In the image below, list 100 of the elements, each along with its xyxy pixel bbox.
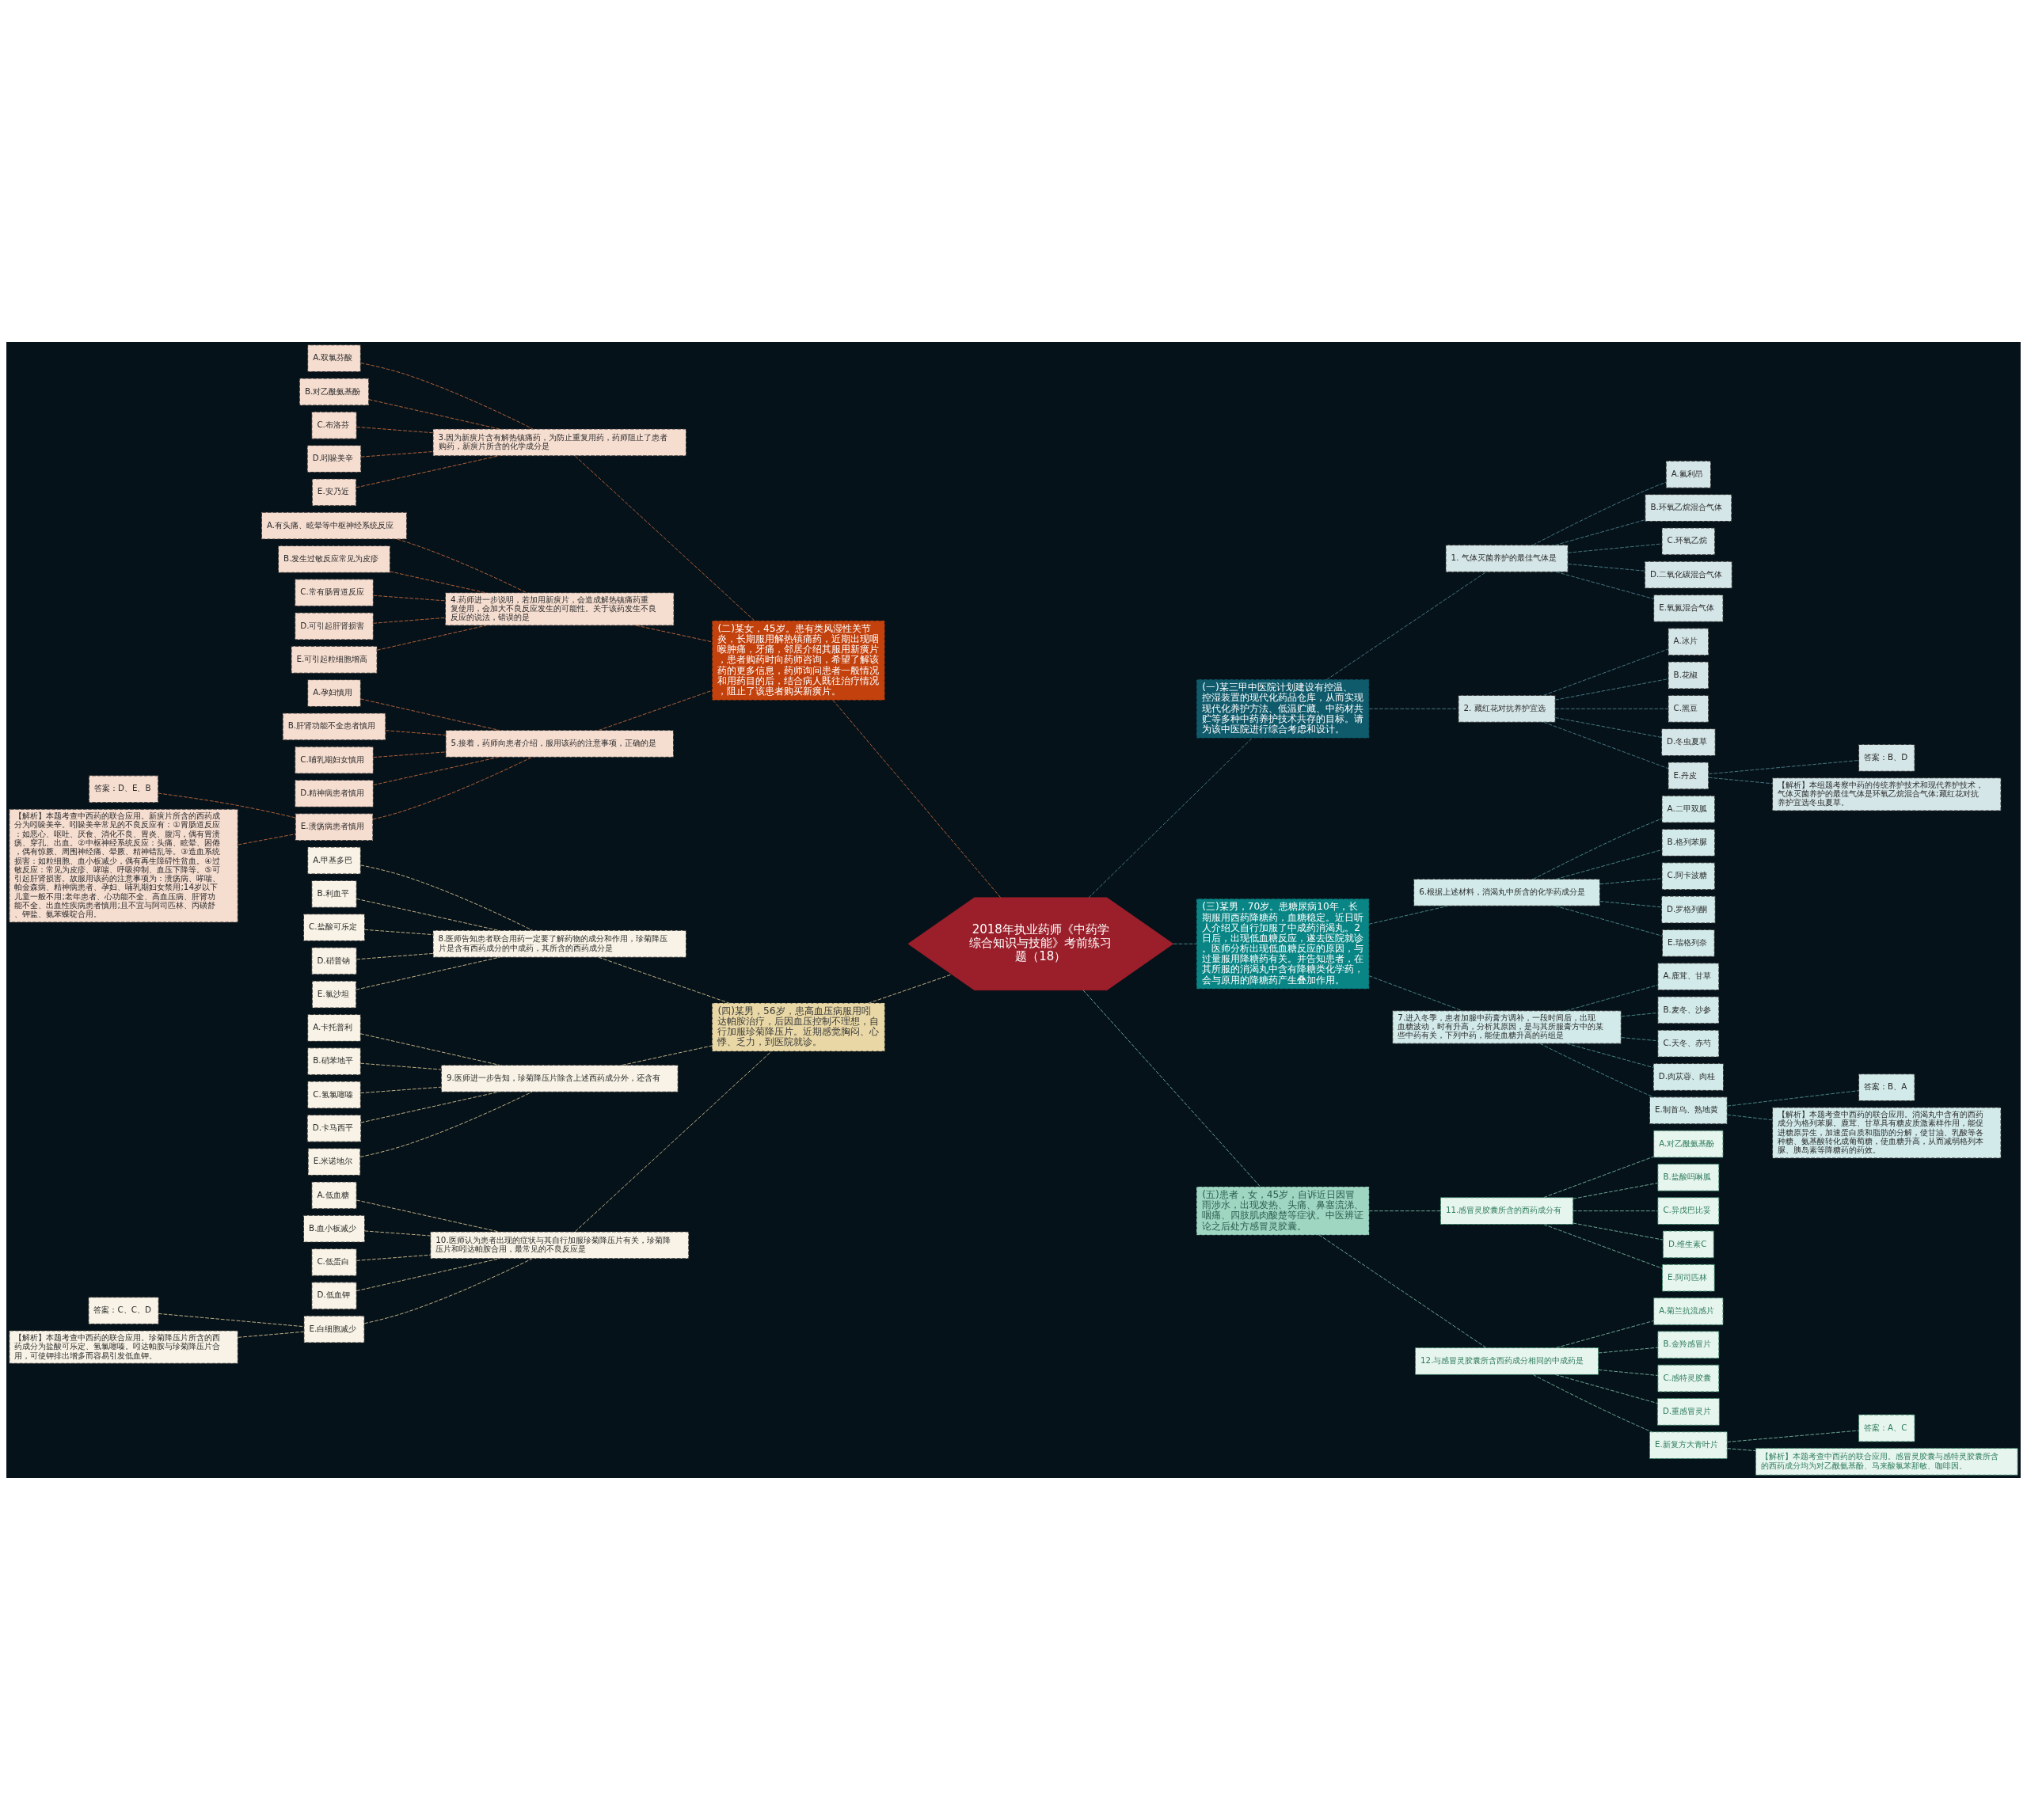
node-box: A.对乙酰氨基酚 [1653, 1130, 1724, 1158]
connector [574, 1051, 772, 1233]
node-box: C.环氧乙烷 [1661, 527, 1716, 556]
connector [359, 1091, 533, 1157]
connector [1368, 708, 1459, 709]
node-box: B.格列苯脲 [1661, 829, 1716, 857]
node-box: (一)某三甲中医院计划建设有控温、控湿装置的现代化药品仓库，从而实现现代化养护方法、低温贮藏、中药材共贮等多种中药养护技术共存的目标。请为该中医院进行综合考虑和设计。 [1196, 679, 1370, 739]
connector [390, 571, 486, 594]
connector [1708, 777, 1773, 785]
node-box: 2. 藏红花对抗养护宜选 [1458, 694, 1556, 723]
connector [356, 426, 434, 434]
node-box: 【解析】本题考查中西药的联合应用。消渴丸中含有的西药成分为格列苯脲。鹿茸、甘草具有糖皮质激素样作用，能促进糖原异生，加速蛋白质和脂肪的分解，使甘油、乳酸等各种糖、氨基酸转化成葡萄糖，使血糖升高，从而减弱格列本脲、胰岛素等降糖药的药效。 [1772, 1107, 2002, 1159]
connector [1598, 1347, 1659, 1354]
node-box: A.鹿茸、甘草 [1657, 963, 1720, 990]
node-box: A.菊兰抗流感片 [1653, 1298, 1724, 1325]
connector [622, 1045, 713, 1066]
node-box: B.环氧乙烷混合气体 [1645, 494, 1732, 522]
connector [372, 757, 533, 820]
connector [356, 1258, 500, 1292]
connector [359, 1033, 500, 1066]
connector [1368, 905, 1448, 925]
connector [1567, 543, 1663, 553]
connector [574, 455, 755, 621]
node-box: A.氟利昂 [1665, 460, 1711, 488]
connector [598, 956, 731, 1004]
node-box: D.低血钾 [311, 1282, 357, 1310]
connector [359, 698, 500, 731]
connector [598, 690, 713, 731]
connector [363, 1258, 533, 1324]
node-box: 答案：A、C [1858, 1414, 1915, 1442]
node-box: C.阿卡波糖 [1661, 862, 1716, 891]
connector [1598, 1369, 1659, 1376]
node-box: C.低蛋白 [311, 1248, 357, 1276]
connector [373, 617, 446, 624]
connector [1088, 737, 1253, 899]
connector [373, 756, 500, 786]
node-box: E.瑞格列奈 [1662, 929, 1715, 957]
node-box: 【解析】本组题考察中药的传统养护技术和现代养护技术，气体灭菌养护的最佳气体是环氧乙烷混合气体;藏红花对抗养护宜选冬虫夏草。 [1772, 777, 2002, 811]
node-box: C.感特灵胶囊 [1657, 1364, 1720, 1393]
node-box: E.可引起粒细胞增高 [291, 645, 378, 674]
connector [360, 1091, 500, 1123]
node-box: 答案：B、A [1858, 1073, 1915, 1101]
connector [1532, 1374, 1652, 1433]
connector [1555, 849, 1663, 880]
node-box: C.哺乳期妇女慎用 [295, 746, 374, 774]
connector [1543, 721, 1669, 769]
node-box: B.花椒 [1668, 661, 1709, 690]
connector [1539, 1043, 1654, 1098]
connector [1573, 1222, 1664, 1241]
connector [1599, 901, 1662, 908]
node-box: D.精神病患者慎用 [295, 780, 374, 807]
node-box: E.氯沙坦 [311, 980, 357, 1009]
node-box: 10.医师认为患者出现的症状与其自行加服珍菊降压片有关，珍菊降压片和吲达帕胺合用，最常见的不良反应是 [430, 1231, 690, 1260]
node-box: D.肉苁蓉、肉桂 [1652, 1063, 1724, 1091]
connector [373, 595, 446, 602]
connector [1082, 990, 1261, 1187]
node-box: A.甲基多巴 [307, 846, 361, 875]
node-box: B.盐酸吗啉胍 [1657, 1163, 1720, 1191]
connector [158, 792, 296, 819]
connector [1533, 818, 1663, 880]
connector [356, 1254, 432, 1261]
connector [356, 952, 434, 960]
node-box: D.卡马西平 [306, 1114, 362, 1142]
connector [360, 363, 534, 430]
node-box: (三)某男，70岁。患糖尿病10年，长期服用西药降糖药，血糖稳定。近日听人介绍又自行加服了中成药消渴丸。2日后，出现低血糖反应，遂去医院就诊。医师分析出现低血糖反应的原因，与过量服用降糖药有关。并告知患者，在其所服的消渴丸中含有降糖类化学药，会与原用的降糖药产生叠加作用。 [1196, 899, 1370, 990]
node-box: (四)某男，56岁，患高血压病服用吲达帕胺治疗，后因血压控制不理想，自行加服珍菊降压片。近期感觉胸闷、心悸、乏力，到医院就诊。 [712, 1002, 885, 1052]
connector [1368, 975, 1463, 1012]
connector [1727, 1114, 1773, 1121]
node-box: C.氢氯噻嗪 [307, 1081, 361, 1109]
node-box: C.异戊巴比妥 [1657, 1197, 1720, 1225]
node-box: E.丹皮 [1668, 762, 1709, 790]
connector [364, 1230, 431, 1237]
connector [158, 1313, 305, 1328]
node-box: A.双氯芬酸 [307, 344, 361, 373]
node-box: D.重感冒灵片 [1656, 1398, 1720, 1426]
connector [1565, 984, 1659, 1012]
node-box: A.低血糖 [311, 1181, 357, 1210]
connector [1599, 878, 1663, 885]
connector [356, 956, 500, 990]
connector [238, 1331, 305, 1338]
node-box: B.利血平 [311, 880, 357, 908]
node-box: D.可引起肝肾损害 [295, 612, 374, 640]
connector [360, 451, 434, 458]
node-box: C.常有肠胃道反应 [295, 579, 374, 607]
node-box: 答案：D、E、B [88, 775, 159, 804]
node-box: E.氧氮混合气体 [1653, 595, 1724, 622]
connector [385, 730, 447, 735]
connector [368, 399, 500, 430]
node-box: C.盐酸可乐定 [303, 914, 365, 941]
connector [1727, 1090, 1859, 1107]
connector [1554, 708, 1669, 709]
connector [356, 1199, 500, 1233]
connector [1543, 1156, 1654, 1199]
node-box: 8.医师告知患者联合用药一定要了解药物的成分和作用，珍菊降压片是含有西药成分的中成药，其所含的西药成分是 [432, 929, 686, 958]
connector [359, 1086, 442, 1094]
node-box: 3.因为新癀片含有解热镇痛药，为防止重复用药，药师阻止了患者购药，新癀片所含的化学成分是 [432, 428, 686, 457]
node-box: 9.医师进一步告知，珍菊降压片除含上述西药成分外，还含有 [440, 1064, 679, 1092]
node-box: 6.根据上述材料，消渴丸中所含的化学药成分是 [1413, 879, 1600, 906]
node-box: B.金羚感冒片 [1657, 1331, 1720, 1359]
connector [1543, 1224, 1663, 1269]
